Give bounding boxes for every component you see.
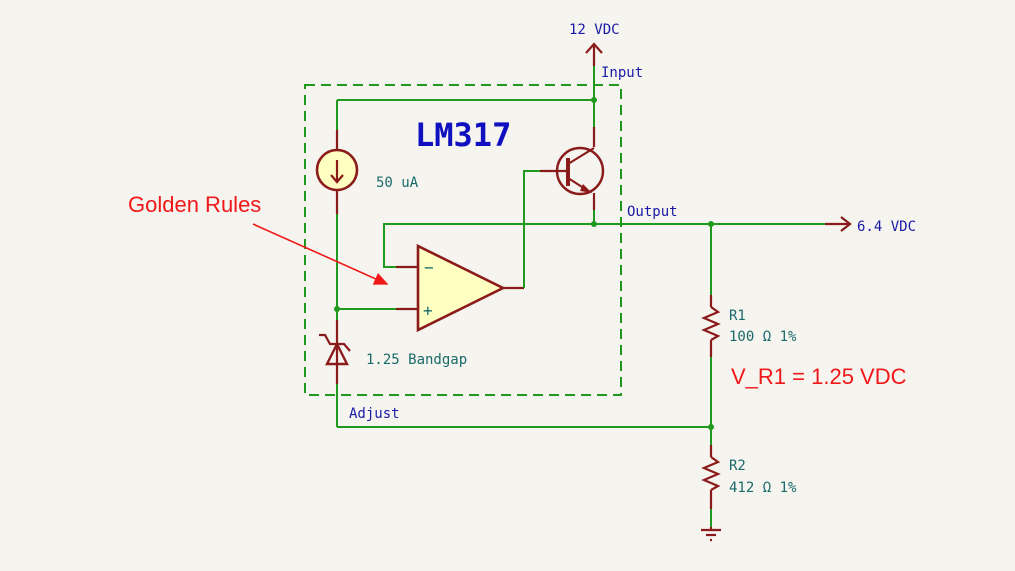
junction-adjust xyxy=(708,424,714,430)
opamp-minus: − xyxy=(424,258,434,277)
opamp[interactable] xyxy=(396,243,524,333)
golden-rules-arrow xyxy=(252,223,389,285)
adjust-net-label: Adjust xyxy=(349,406,400,422)
opamp-plus: + xyxy=(423,301,433,320)
output-port-label: 6.4 VDC xyxy=(857,219,916,235)
r1-value: 100 Ω 1% xyxy=(729,329,797,345)
junction-input xyxy=(591,97,597,103)
lm317-boundary-box xyxy=(304,84,622,396)
output-port[interactable] xyxy=(825,216,852,232)
lm317-title: LM317 xyxy=(415,116,511,154)
output-net-label: Output xyxy=(627,204,678,220)
supply-port[interactable] xyxy=(585,42,603,66)
r2-ref: R2 xyxy=(729,458,746,474)
ground-symbol xyxy=(701,527,721,542)
zener-diode[interactable] xyxy=(319,320,351,384)
input-net-label: Input xyxy=(601,65,643,81)
resistor-r1[interactable] xyxy=(701,295,721,357)
r1-ref: R1 xyxy=(729,308,746,324)
resistor-r2[interactable] xyxy=(701,445,721,509)
supply-label: 12 VDC xyxy=(569,22,620,38)
npn-transistor[interactable] xyxy=(540,127,605,210)
r2-value: 412 Ω 1% xyxy=(729,480,797,496)
current-source[interactable] xyxy=(315,130,359,214)
golden-rules-note: Golden Rules xyxy=(128,192,261,217)
v-r1-note: V_R1 = 1.25 VDC xyxy=(731,364,907,389)
zener-value: 1.25 Bandgap xyxy=(366,352,467,368)
current-source-value: 50 uA xyxy=(376,175,419,191)
